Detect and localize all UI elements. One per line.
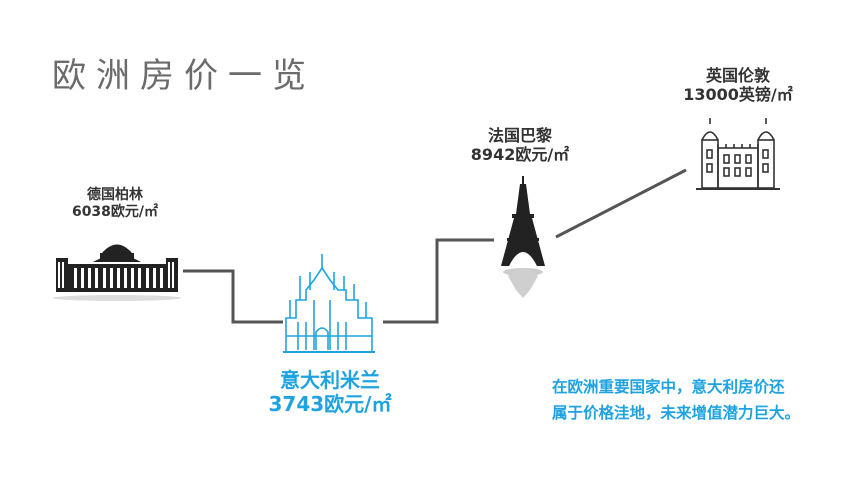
city-label-milan: 意大利米兰 3743欧元/㎡ [245,368,415,416]
city-price-london: 13000英镑/㎡ [683,85,793,105]
city-price-milan: 3743欧元/㎡ [268,392,392,416]
city-price-paris: 8942欧元/㎡ [470,145,570,165]
summary-note-line-1: 在欧洲重要国家中，意大利房价还 [552,378,785,396]
connector-berlin-milan [183,269,283,324]
city-label-london: 英国伦敦 13000英镑/㎡ [668,66,808,104]
summary-note: 在欧洲重要国家中，意大利房价还 属于价格洼地，未来增值潜力巨大。 [552,374,852,426]
summary-note-line-2: 属于价格洼地，未来增值潜力巨大。 [552,404,801,422]
page-title: 欧洲房价一览 [52,56,316,96]
city-label-berlin: 德国柏林 6038欧元/㎡ [50,187,180,221]
tower-of-london-icon [696,118,780,190]
connector-paris-london [555,168,687,239]
city-name-london: 英国伦敦 [705,66,770,85]
city-name-paris: 法国巴黎 [487,126,552,145]
eiffel-tower-icon [501,176,545,298]
city-name-berlin: 德国柏林 [87,187,143,203]
city-name-milan: 意大利米兰 [280,368,380,392]
connector-milan-paris [383,238,494,324]
reichstag-icon [53,244,181,301]
city-label-paris: 法国巴黎 8942欧元/㎡ [455,126,585,164]
city-price-berlin: 6038欧元/㎡ [71,203,159,220]
milan-cathedral-icon [283,254,375,353]
